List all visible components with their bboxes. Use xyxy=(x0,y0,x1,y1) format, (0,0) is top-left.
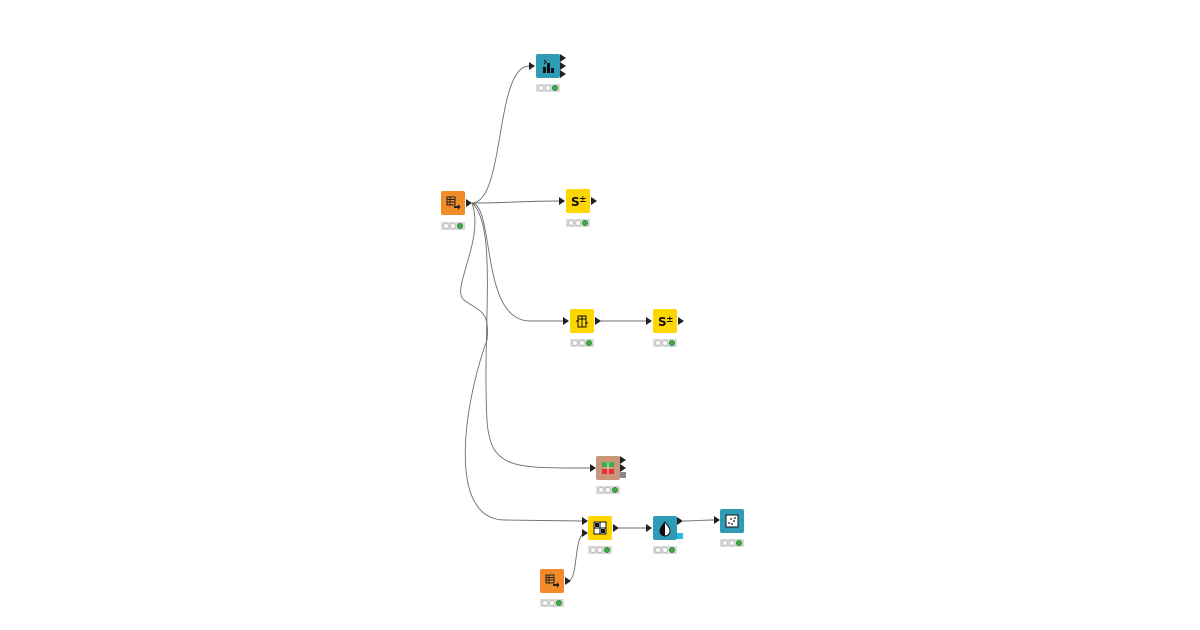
node-status-traffic-light xyxy=(536,84,560,92)
joiner-icon xyxy=(593,521,607,535)
node-status-traffic-light xyxy=(540,599,564,607)
output-port[interactable] xyxy=(613,524,619,532)
node-status-traffic-light xyxy=(720,539,744,547)
color-manager-node[interactable] xyxy=(653,516,677,540)
node-status-traffic-light xyxy=(596,486,620,494)
node-status-traffic-light xyxy=(441,222,465,230)
column-filter-icon xyxy=(576,315,588,328)
statistics-node-1[interactable]: S ± xyxy=(566,189,590,213)
table-reader-node-2[interactable] xyxy=(540,569,564,593)
connection-reader2-to-joiner[interactable] xyxy=(569,532,586,581)
svg-text:S: S xyxy=(571,195,580,209)
connection-reader-to-statistics[interactable] xyxy=(471,200,560,204)
output-port[interactable] xyxy=(677,517,683,525)
input-port[interactable] xyxy=(529,62,535,70)
node-status-traffic-light xyxy=(653,339,677,347)
output-port[interactable] xyxy=(591,197,597,205)
input-port[interactable] xyxy=(646,524,652,532)
output-port[interactable] xyxy=(678,317,684,325)
data-explorer-icon xyxy=(543,59,554,73)
output-port-2[interactable] xyxy=(620,464,626,472)
node-status-traffic-light xyxy=(653,546,677,554)
svg-text:±: ± xyxy=(579,195,587,205)
input-port[interactable] xyxy=(646,317,652,325)
data-explorer-node[interactable] xyxy=(536,54,560,78)
connection-color-manager-to-scatter[interactable] xyxy=(682,519,715,522)
output-port[interactable] xyxy=(565,577,571,585)
partitioning-node[interactable] xyxy=(596,456,620,480)
svg-text:S: S xyxy=(658,315,667,329)
node-status-traffic-light xyxy=(566,219,590,227)
model-output-port[interactable] xyxy=(677,533,683,539)
svg-text:±: ± xyxy=(666,315,674,325)
output-port-3[interactable] xyxy=(620,472,626,478)
input-port-1[interactable] xyxy=(582,517,588,525)
input-port[interactable] xyxy=(559,197,565,205)
input-port[interactable] xyxy=(590,464,596,472)
node-status-traffic-light xyxy=(588,546,612,554)
input-port[interactable] xyxy=(563,317,569,325)
connection-reader-to-partitioning[interactable] xyxy=(471,202,591,469)
output-port[interactable] xyxy=(466,199,472,207)
input-port-2[interactable] xyxy=(582,529,588,537)
node-status-traffic-light xyxy=(570,339,594,347)
partition-icon xyxy=(602,462,614,474)
statistics-icon: S ± xyxy=(571,195,587,209)
connection-reader-to-column-filter[interactable] xyxy=(471,202,563,322)
output-port-3[interactable] xyxy=(560,70,566,78)
statistics-node-2[interactable]: S ± xyxy=(653,309,677,333)
scatter-plot-icon xyxy=(725,514,739,528)
table-reader-node-1[interactable] xyxy=(441,191,465,215)
scatter-plot-node[interactable] xyxy=(720,509,744,533)
table-reader-icon xyxy=(446,196,461,210)
input-port[interactable] xyxy=(714,516,720,524)
connection-reader-to-joiner[interactable] xyxy=(460,202,583,522)
joiner-node[interactable] xyxy=(588,516,612,540)
color-manager-icon xyxy=(659,521,671,537)
column-filter-node[interactable] xyxy=(570,309,594,333)
table-reader-icon xyxy=(545,574,560,588)
output-port-1[interactable] xyxy=(560,54,566,62)
output-port[interactable] xyxy=(595,317,601,325)
statistics-icon: S ± xyxy=(658,315,674,329)
output-port-1[interactable] xyxy=(620,456,626,464)
output-port-2[interactable] xyxy=(560,62,566,70)
connection-reader-to-data-explorer[interactable] xyxy=(471,65,530,204)
